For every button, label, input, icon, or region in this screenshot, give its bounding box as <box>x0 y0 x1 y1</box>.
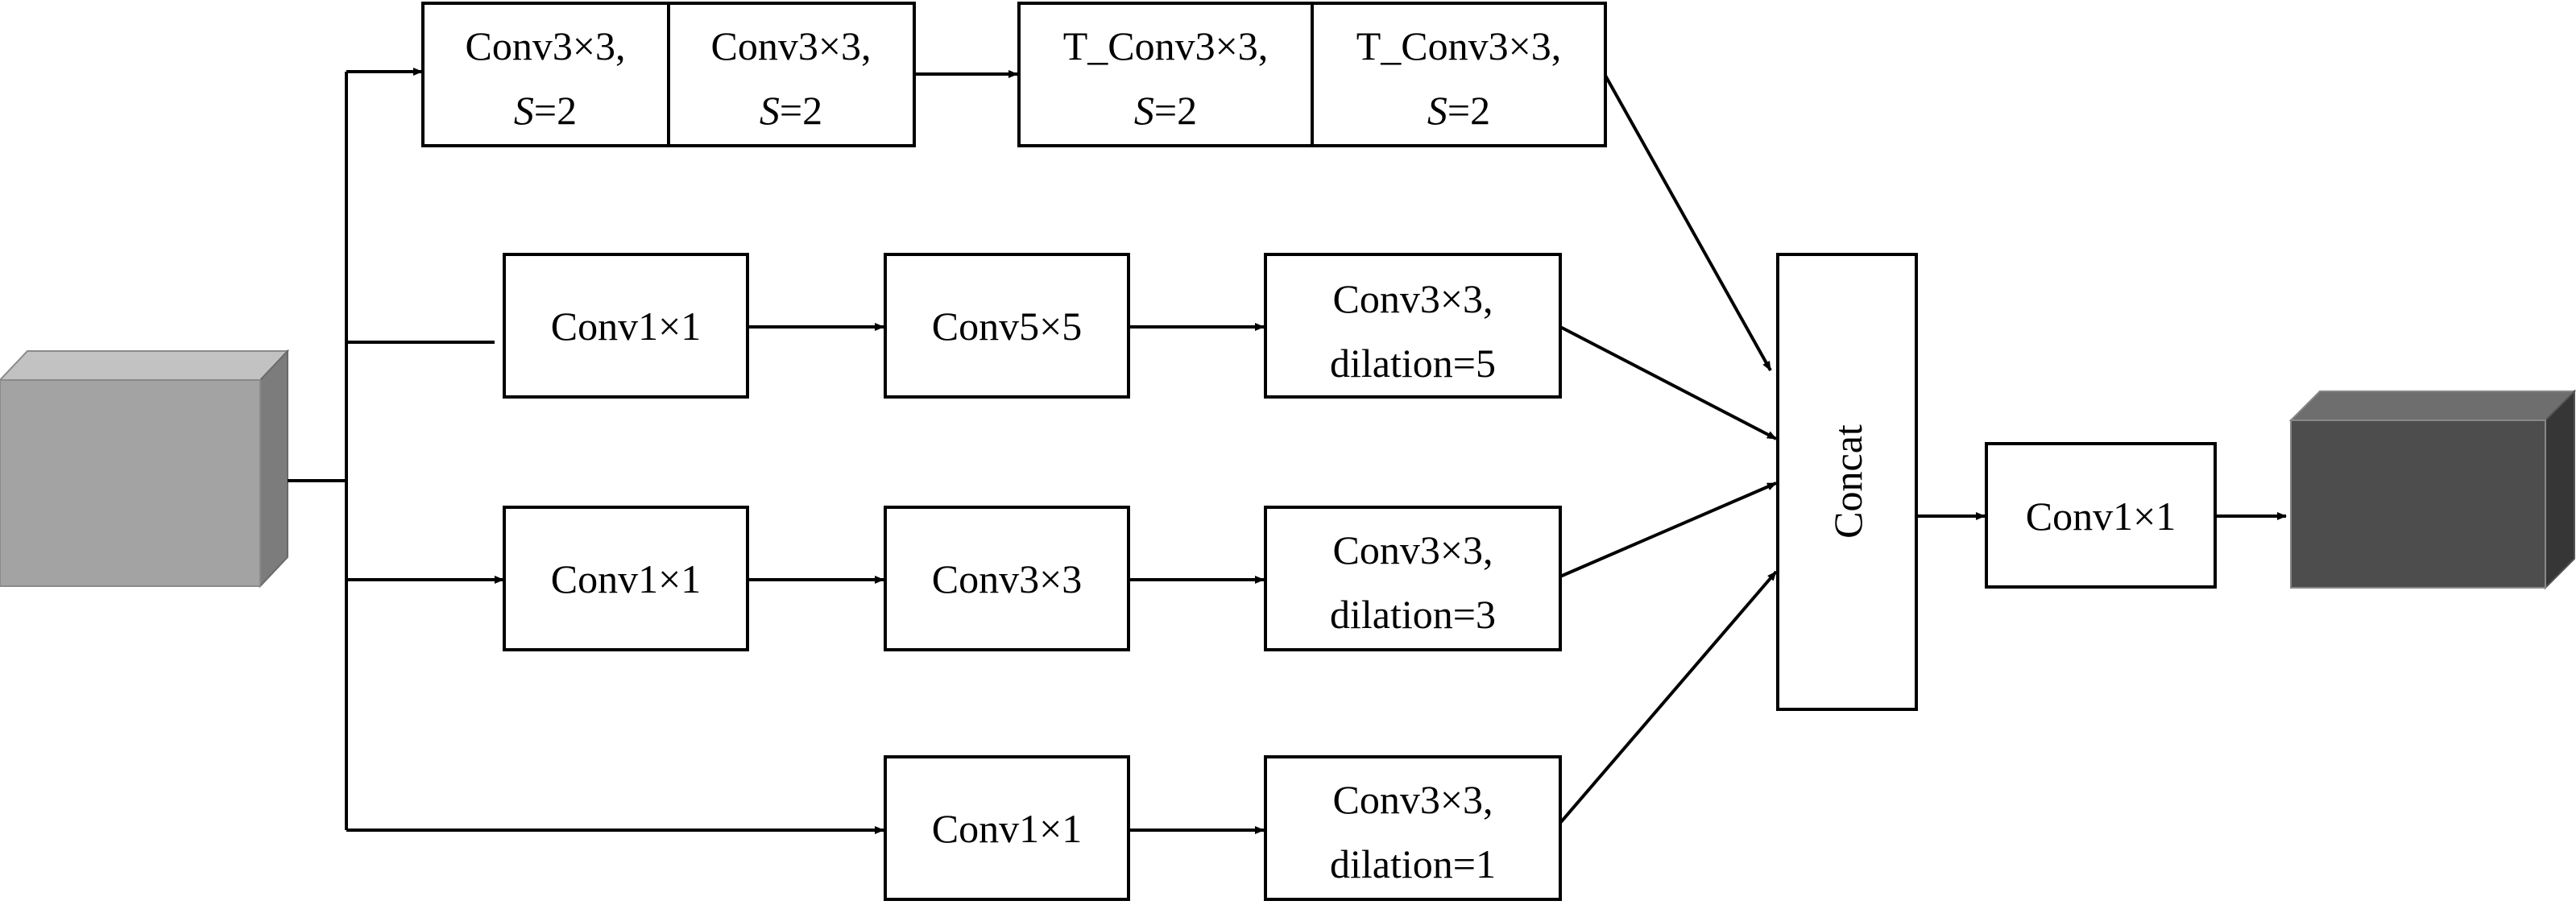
concat-label: Concat <box>1825 424 1870 539</box>
branch4-box2-line2: dilation=1 <box>1330 841 1496 886</box>
input-feature-cube <box>0 349 290 589</box>
branch4-conv1x1-box: Conv1×1 <box>884 755 1130 901</box>
input-cube-front <box>0 379 261 587</box>
arrow-branch1-to-concat <box>1603 73 1772 371</box>
branch1-box3-line1: T_Conv3×3, <box>1063 23 1269 68</box>
branch4-box2-line1: Conv3×3, <box>1332 777 1493 822</box>
branch3-box2-label: Conv3×3 <box>932 556 1083 601</box>
final-conv-label: Conv1×1 <box>2026 494 2176 539</box>
input-cube-side <box>259 349 288 589</box>
branch4-dilated-conv-box: Conv3×3, dilation=1 <box>1264 755 1562 901</box>
branch3-conv1x1-box: Conv1×1 <box>503 506 749 651</box>
final-conv1x1-box: Conv1×1 <box>1985 442 2217 589</box>
connectors <box>288 68 2287 834</box>
branch2-box1-label: Conv1×1 <box>551 304 702 349</box>
output-feature-cube <box>2288 389 2576 590</box>
branch2-box3-line1: Conv3×3, <box>1332 276 1493 321</box>
arrow-branch3-to-concat <box>1559 481 1777 578</box>
branch1-box2-line1: Conv3×3, <box>710 23 871 68</box>
concat-box: Concat <box>1776 253 1918 711</box>
branch1-conv-stride-box-1: Conv3×3, S=2 <box>421 2 670 147</box>
branch1-box2-line2: S=2 <box>760 88 822 133</box>
output-cube-side <box>2545 389 2575 590</box>
branch1-transposed-conv-box-1: T_Conv3×3, S=2 <box>1017 2 1314 147</box>
branch2-conv1x1-box: Conv1×1 <box>503 253 749 399</box>
branch2-dilated-conv-box: Conv3×3, dilation=5 <box>1264 253 1562 399</box>
branch3-conv3x3-box: Conv3×3 <box>884 506 1130 651</box>
branch1-transposed-conv-box-2: T_Conv3×3, S=2 <box>1311 2 1607 147</box>
branch3-box3-line2: dilation=3 <box>1330 592 1496 637</box>
branch1-box1-line2: S=2 <box>514 88 577 133</box>
arrow-branch2-to-concat <box>1559 325 1777 440</box>
branch3-box1-label: Conv1×1 <box>551 556 702 601</box>
input-cube-top <box>0 350 290 381</box>
branch2-box2-label: Conv5×5 <box>932 304 1083 349</box>
arrow-branch4-to-concat <box>1559 570 1778 824</box>
output-cube-top <box>2288 391 2576 421</box>
branch1-box4-line2: S=2 <box>1427 88 1490 133</box>
branch3-dilated-conv-box: Conv3×3, dilation=3 <box>1264 506 1562 651</box>
branch2-box3-line2: dilation=5 <box>1330 341 1496 386</box>
branch1-box1-line1: Conv3×3, <box>465 23 625 68</box>
branch1-conv-stride-box-2: Conv3×3, S=2 <box>667 2 916 147</box>
output-cube-front <box>2290 419 2546 589</box>
branch3-box3-line1: Conv3×3, <box>1332 527 1493 572</box>
branch4-box1-label: Conv1×1 <box>932 806 1083 851</box>
branch1-box3-line2: S=2 <box>1134 88 1197 133</box>
branch2-conv5x5-box: Conv5×5 <box>884 253 1130 399</box>
branch1-box4-line1: T_Conv3×3, <box>1356 23 1562 68</box>
